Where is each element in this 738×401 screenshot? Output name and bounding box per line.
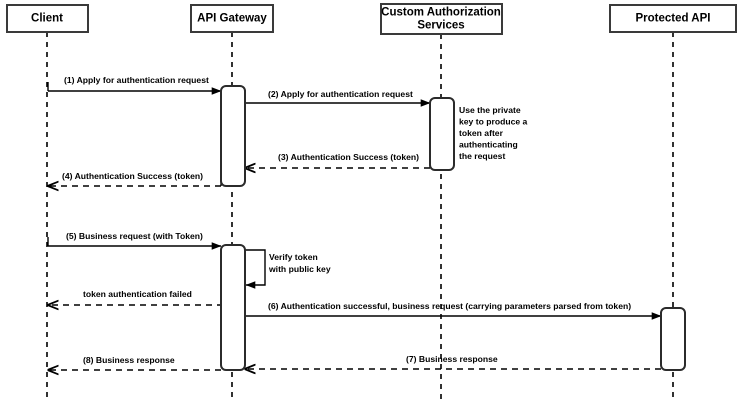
- message-label: (4) Authentication Success (token): [62, 171, 203, 181]
- note-line: key to produce a: [459, 117, 528, 127]
- message-label: (2) Apply for authentication request: [268, 89, 413, 99]
- message-8: (8) Business response: [48, 355, 221, 370]
- activations-layer: [220, 85, 686, 371]
- participant-boxes-layer: Client API Gateway Custom AuthorizationSer…: [6, 3, 737, 35]
- message-label: (6) Authentication successful, business …: [268, 301, 631, 311]
- note-line: the request: [459, 151, 505, 161]
- participant-label: Custom Authorization: [381, 7, 501, 19]
- participant-label: Services: [417, 20, 464, 32]
- self-message-0: Verify token with public key: [245, 249, 331, 289]
- self-message-arrow: [245, 249, 266, 289]
- participant-client[interactable]: Client: [6, 4, 89, 33]
- self-message-label-line: Verify token: [269, 252, 318, 262]
- message-3: (3) Authentication Success (token): [245, 152, 431, 168]
- message-label: (7) Business response: [406, 354, 498, 364]
- participant-protected[interactable]: Protected API: [609, 4, 737, 33]
- participant-label: Protected API: [636, 13, 711, 25]
- message-label: token authentication failed: [83, 289, 192, 299]
- message-alt-5: token authentication failed: [48, 289, 245, 305]
- message-label: (5) Business request (with Token): [66, 231, 203, 241]
- activation-bar-authservice: [429, 97, 455, 171]
- message-2: (2) Apply for authentication request: [244, 89, 431, 107]
- self-message-label-line: with public key: [268, 264, 331, 274]
- activation-bar-gateway: [220, 85, 246, 187]
- message-4: (4) Authentication Success (token): [48, 171, 222, 186]
- participant-label: Client: [31, 13, 63, 25]
- activation-bar-gateway: [220, 244, 246, 371]
- message-6: (6) Authentication successful, business …: [244, 301, 662, 320]
- note-line: authenticating: [459, 140, 518, 150]
- note-line: Use the private: [459, 105, 521, 115]
- lifelines-layer: [46, 32, 674, 399]
- message-7: (7) Business response: [245, 354, 661, 369]
- message-label: (8) Business response: [83, 355, 175, 365]
- participant-gateway[interactable]: API Gateway: [190, 4, 274, 33]
- message-1: (1) Apply for authentication request: [47, 75, 222, 95]
- participant-label: API Gateway: [197, 13, 267, 25]
- activation-bar-protected: [660, 307, 686, 371]
- note-line: token after: [459, 128, 504, 138]
- messages-layer: (1) Apply for authentication request (2) …: [47, 75, 662, 370]
- message-label: (1) Apply for authentication request: [64, 75, 209, 85]
- message-5: (5) Business request (with Token): [47, 231, 222, 250]
- message-label: (3) Authentication Success (token): [278, 152, 419, 162]
